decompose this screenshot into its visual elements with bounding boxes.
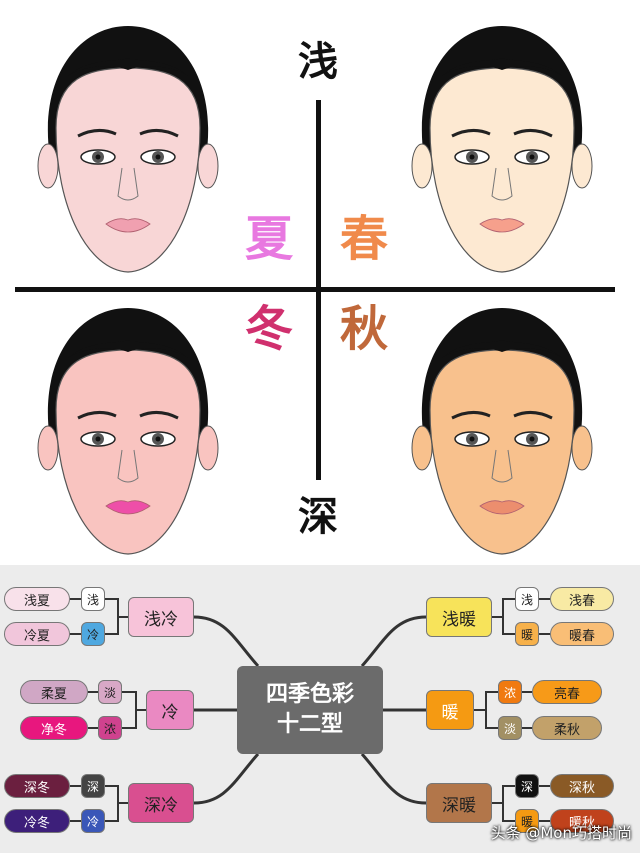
type-cool-summer: 冷夏 [4, 622, 70, 646]
hair-part [68, 340, 188, 358]
center-title-line2: 十二型 [276, 712, 343, 737]
season-label-autumn: 秋 [340, 301, 389, 357]
left-eye-pupil [95, 436, 101, 442]
face-shape [55, 67, 201, 273]
type-deep-autumn: 深秋 [550, 774, 614, 798]
nose [117, 167, 139, 201]
season-axis-horizontal [15, 287, 615, 292]
watermark: 头条 @Mon巧搭时尚 [490, 824, 632, 842]
nose [117, 449, 139, 483]
mindmap-center-node: 四季色彩 十二型 [237, 666, 383, 754]
node-light-cool: 浅冷 [128, 597, 194, 637]
right-eyebrow [139, 411, 179, 420]
node-light-warm: 浅暖 [426, 597, 492, 637]
face-shape [429, 349, 575, 555]
modifier-warm: 暖 [515, 809, 539, 833]
modifier-deep: 深 [515, 774, 539, 798]
hair [421, 26, 583, 168]
right-eye-pupil [155, 436, 161, 442]
type-deep-winter: 深冬 [4, 774, 70, 798]
left-eye-pupil [95, 154, 101, 160]
type-light-spring: 浅春 [550, 587, 614, 611]
right-eye-pupil [529, 436, 535, 442]
autumn-face-illustration [411, 308, 593, 555]
hair-part [442, 58, 562, 76]
type-warm-autumn: 暖秋 [550, 809, 614, 833]
modifier-rich: 浓 [98, 716, 122, 740]
axis-label-light: 浅 [298, 39, 338, 85]
modifier-soft: 淡 [98, 680, 122, 704]
right-eye-pupil [529, 154, 535, 160]
left-eyebrow [77, 129, 117, 138]
node-deep-cool: 深冷 [128, 783, 194, 823]
modifier-deep: 深 [81, 774, 105, 798]
face-shape [55, 349, 201, 555]
left-eye-pupil [469, 436, 475, 442]
nose [491, 167, 513, 201]
nose [491, 449, 513, 483]
left-eyebrow [451, 411, 491, 420]
node-deep-warm: 深暖 [426, 783, 492, 823]
spring-face-illustration [411, 26, 593, 273]
modifier-rich: 浓 [498, 680, 522, 704]
lips [479, 218, 525, 233]
center-title-line1: 四季色彩 [265, 682, 354, 708]
winter-face-illustration [37, 308, 219, 555]
modifier-cool: 冷 [81, 809, 105, 833]
lips [479, 500, 525, 515]
season-label-summer: 夏 [245, 211, 294, 267]
left-eyebrow [451, 129, 491, 138]
season-label-winter: 冬 [245, 301, 294, 357]
axis-label-deep: 深 [298, 494, 338, 540]
left-eye-pupil [469, 154, 475, 160]
right-eyebrow [513, 411, 553, 420]
face-shape [429, 67, 575, 273]
modifier-cool: 冷 [81, 622, 105, 646]
type-bright-spring: 亮春 [532, 680, 602, 704]
hair-part [442, 340, 562, 358]
left-eyebrow [77, 411, 117, 420]
type-soft-summer: 柔夏 [20, 680, 88, 704]
right-eye-pupil [155, 154, 161, 160]
lips [105, 218, 151, 233]
modifier-soft: 淡 [498, 716, 522, 740]
hair-part [68, 58, 188, 76]
modifier-warm: 暖 [515, 622, 539, 646]
node-cool: 冷 [146, 690, 194, 730]
modifier-light: 浅 [515, 587, 539, 611]
type-cool-winter: 冷冬 [4, 809, 70, 833]
modifier-light: 浅 [81, 587, 105, 611]
hair [47, 308, 209, 450]
right-eyebrow [139, 129, 179, 138]
type-clear-winter: 净冬 [20, 716, 88, 740]
type-soft-autumn: 柔秋 [532, 716, 602, 740]
type-light-summer: 浅夏 [4, 587, 70, 611]
hair [421, 308, 583, 450]
node-warm: 暖 [426, 690, 474, 730]
season-label-spring: 春 [340, 211, 389, 267]
type-warm-spring: 暖春 [550, 622, 614, 646]
season-face-quadrant: 浅 深 夏 春 冬 秋 [15, 26, 615, 555]
right-eyebrow [513, 129, 553, 138]
lips [105, 500, 151, 515]
hair [47, 26, 209, 168]
summer-face-illustration [37, 26, 219, 273]
